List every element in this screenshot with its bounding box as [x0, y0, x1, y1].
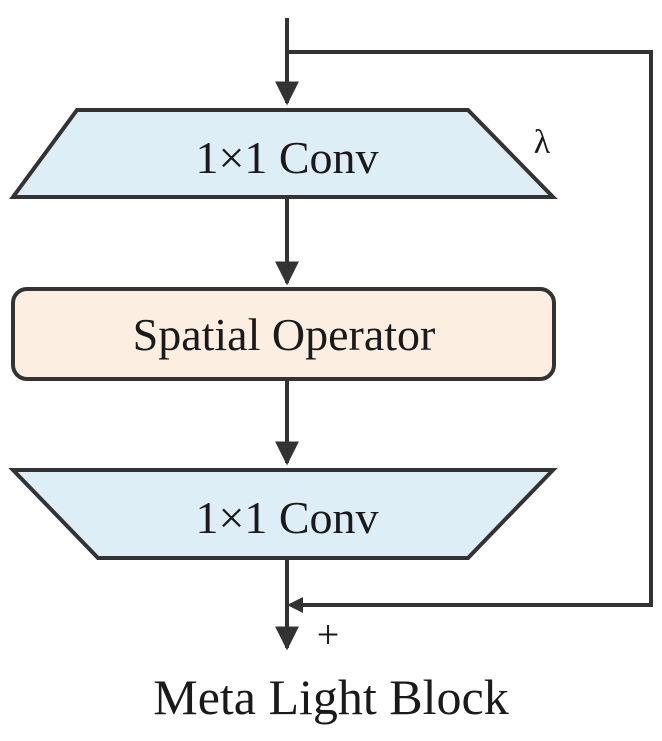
top-conv-block	[9, 108, 558, 199]
spatial-operator-label: Spatial Operator	[133, 309, 436, 360]
bottom-conv-label: 1×1 Conv	[195, 492, 378, 543]
top-conv-label: 1×1 Conv	[195, 132, 378, 183]
bottom-conv-block	[8, 468, 558, 560]
spatial-operator-block	[11, 287, 556, 381]
residual-arrowhead	[287, 597, 303, 613]
residual-connection	[287, 50, 653, 607]
plus-label: +	[317, 612, 340, 657]
diagram-caption: Meta Light Block	[153, 669, 509, 725]
lambda-label: λ	[534, 124, 551, 161]
